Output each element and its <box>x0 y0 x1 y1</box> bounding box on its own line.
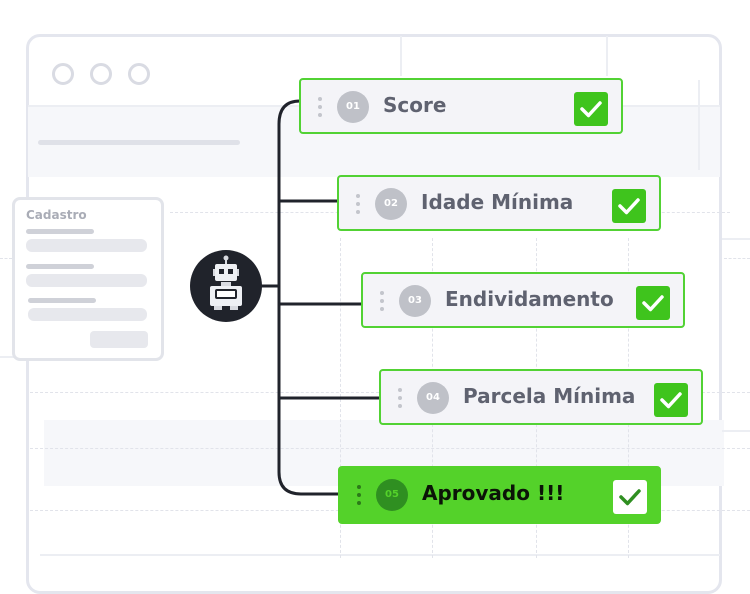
drag-handle-icon[interactable] <box>380 291 384 311</box>
step-card-aprovado[interactable]: 05 Aprovado !!! <box>338 466 661 524</box>
drag-handle-icon[interactable] <box>357 485 361 505</box>
step-label: Score <box>383 93 447 117</box>
step-label: Idade Mínima <box>421 190 574 214</box>
grid-dash <box>30 448 750 449</box>
grid-line <box>400 36 402 76</box>
drag-handle-icon[interactable] <box>398 388 402 408</box>
form-title: Cadastro <box>26 208 87 222</box>
step-label: Parcela Mínima <box>463 384 636 408</box>
check-icon[interactable] <box>612 189 646 223</box>
connector-trunk <box>277 99 340 496</box>
robot-icon <box>190 250 262 322</box>
step-card-score[interactable]: 01 Score <box>299 78 623 134</box>
drag-handle-icon[interactable] <box>318 97 322 117</box>
connector-tree <box>260 99 383 496</box>
form-field-placeholder <box>28 308 147 321</box>
form-label-placeholder <box>26 264 94 269</box>
form-field-placeholder <box>26 274 147 287</box>
grid-line <box>40 554 720 556</box>
drag-handle-icon[interactable] <box>356 194 360 214</box>
step-card-parcela-minima[interactable]: 04 Parcela Mínima <box>379 369 703 425</box>
check-icon[interactable] <box>574 92 608 126</box>
window-dot <box>128 63 150 85</box>
form-field-placeholder <box>26 239 147 252</box>
grid-line <box>606 36 608 76</box>
step-label: Endividamento <box>445 287 614 311</box>
check-icon[interactable] <box>636 286 670 320</box>
step-card-idade-minima[interactable]: 02 Idade Mínima <box>337 175 661 231</box>
check-icon[interactable] <box>613 480 647 514</box>
step-number: 04 <box>417 382 449 414</box>
check-icon[interactable] <box>654 383 688 417</box>
window-header-bar <box>38 140 240 145</box>
step-number: 03 <box>399 285 431 317</box>
grid-line <box>722 430 750 432</box>
form-label-placeholder <box>28 298 96 303</box>
form-submit-placeholder <box>90 331 148 348</box>
grid-dash <box>724 258 750 259</box>
step-label: Aprovado !!! <box>422 481 565 505</box>
window-dot <box>52 63 74 85</box>
step-number: 02 <box>375 188 407 220</box>
grid-line <box>0 356 14 358</box>
grid-line <box>722 238 750 240</box>
grid-line <box>698 80 700 170</box>
grid-dash <box>0 258 12 259</box>
form-label-placeholder <box>26 229 94 234</box>
step-card-endividamento[interactable]: 03 Endividamento <box>361 272 685 328</box>
robot-glyph <box>210 255 242 310</box>
window-dot <box>90 63 112 85</box>
step-number: 05 <box>376 479 408 511</box>
step-number: 01 <box>337 91 369 123</box>
